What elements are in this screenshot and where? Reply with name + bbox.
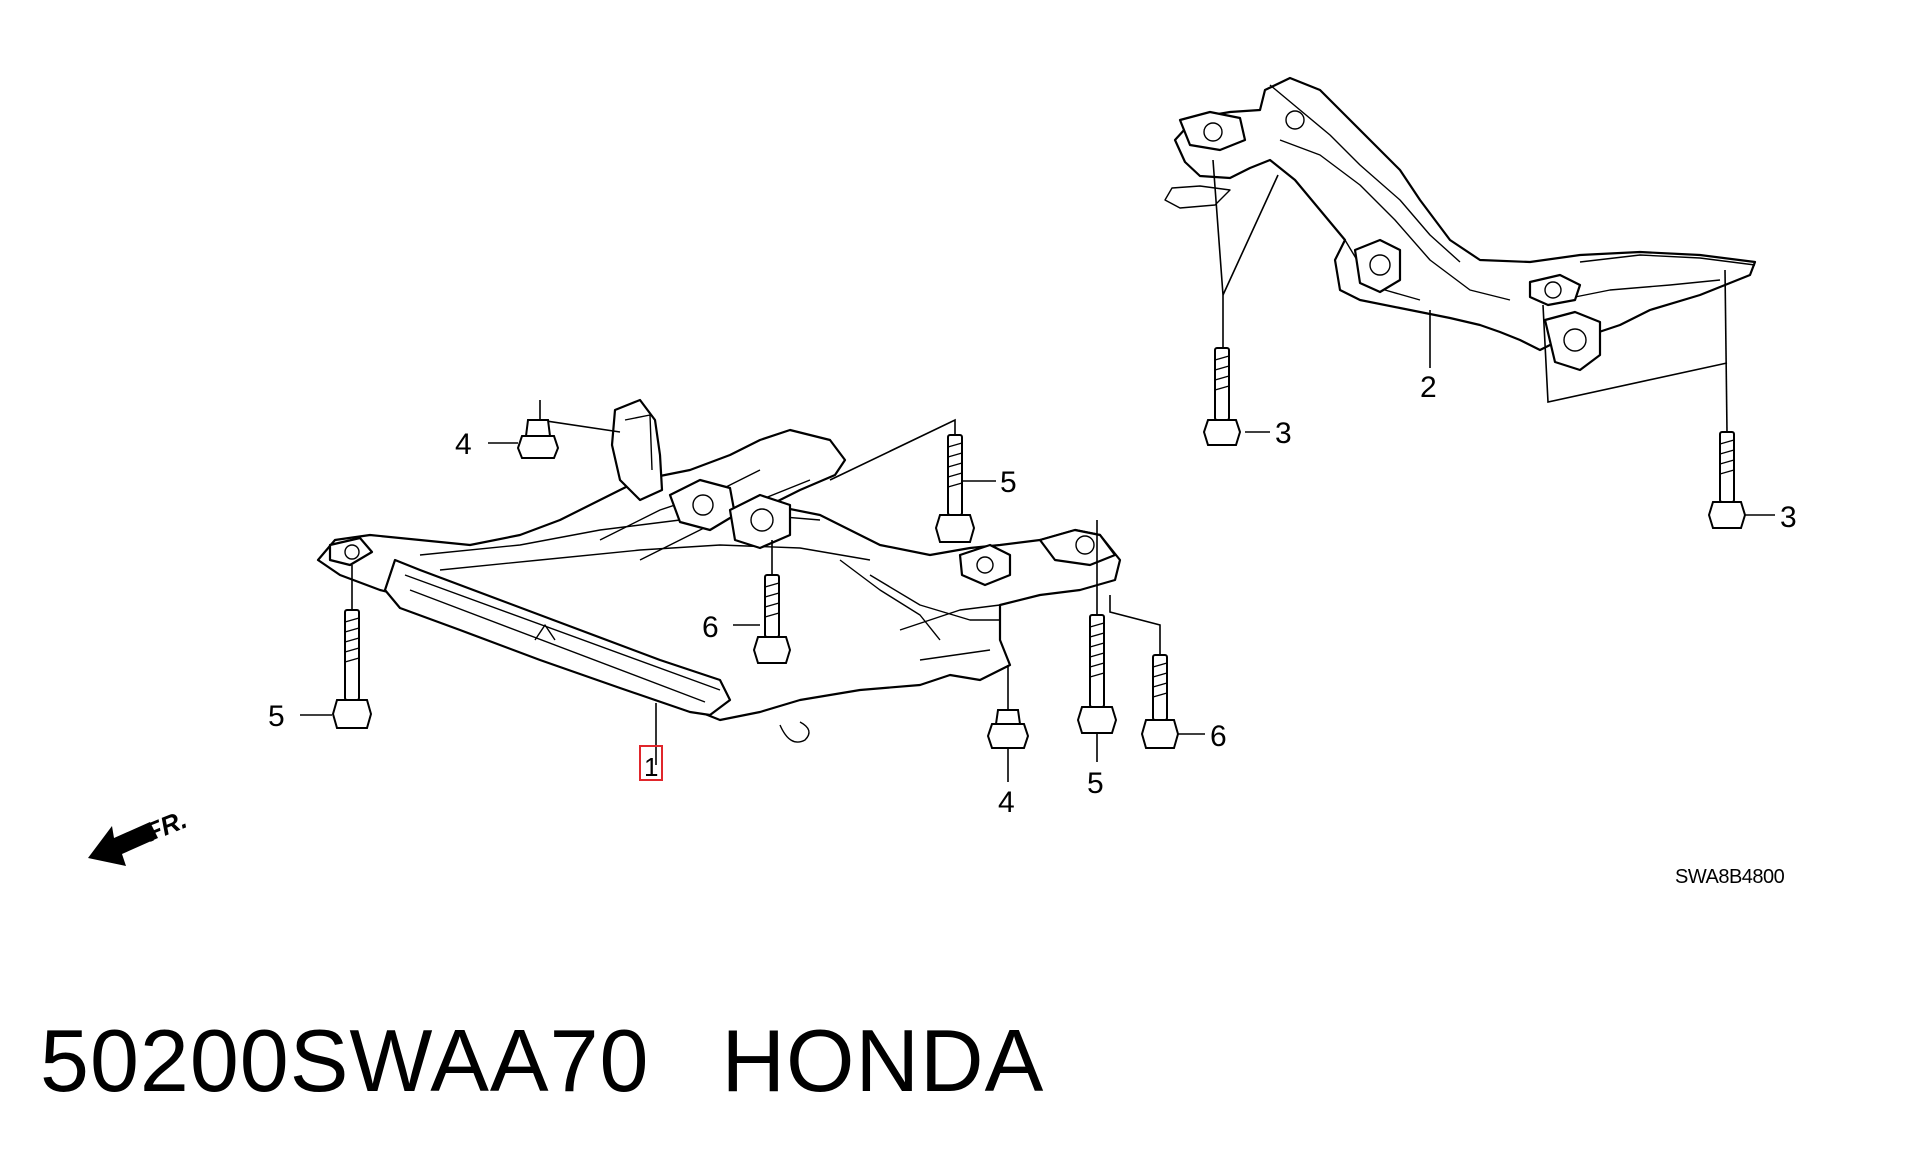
bolt-4-upper (516, 419, 560, 459)
bolt-6-center (752, 574, 792, 664)
callout-6-right[interactable]: 6 (1210, 720, 1227, 753)
callout-4-lower[interactable]: 4 (998, 786, 1015, 819)
footer-caption: 50200SWAA70 HONDA (40, 1010, 1044, 1112)
callout-4-upper[interactable]: 4 (455, 428, 472, 461)
leader-lines (300, 159, 1775, 782)
callout-3-right[interactable]: 3 (1780, 501, 1797, 534)
callout-5-lower[interactable]: 5 (1087, 767, 1104, 800)
part-1-highlight-box (639, 745, 663, 781)
callout-6-center[interactable]: 6 (702, 611, 719, 644)
front-direction-arrow-icon: FR. (88, 804, 191, 866)
bolt-5-lower (1076, 614, 1118, 734)
callout-5-upper[interactable]: 5 (1000, 466, 1017, 499)
bolt-5-left (331, 609, 373, 729)
front-subframe (316, 398, 1122, 743)
bolt-3-right (1707, 431, 1747, 529)
rear-subframe (1164, 76, 1757, 372)
bolt-4-lower (986, 709, 1030, 749)
bolt-3-upper (1202, 347, 1242, 446)
diagram-code: SWA8B4800 (1675, 866, 1785, 888)
callout-1[interactable]: 1 (644, 752, 658, 782)
brand-name: HONDA (721, 1011, 1045, 1110)
part-number: 50200SWAA70 (40, 1011, 650, 1110)
callout-3-upper[interactable]: 3 (1275, 417, 1292, 450)
callout-5-left[interactable]: 5 (268, 700, 285, 733)
bolt-5-upper (934, 434, 976, 543)
bolt-6-right (1140, 654, 1180, 749)
callout-2[interactable]: 2 (1420, 371, 1437, 404)
